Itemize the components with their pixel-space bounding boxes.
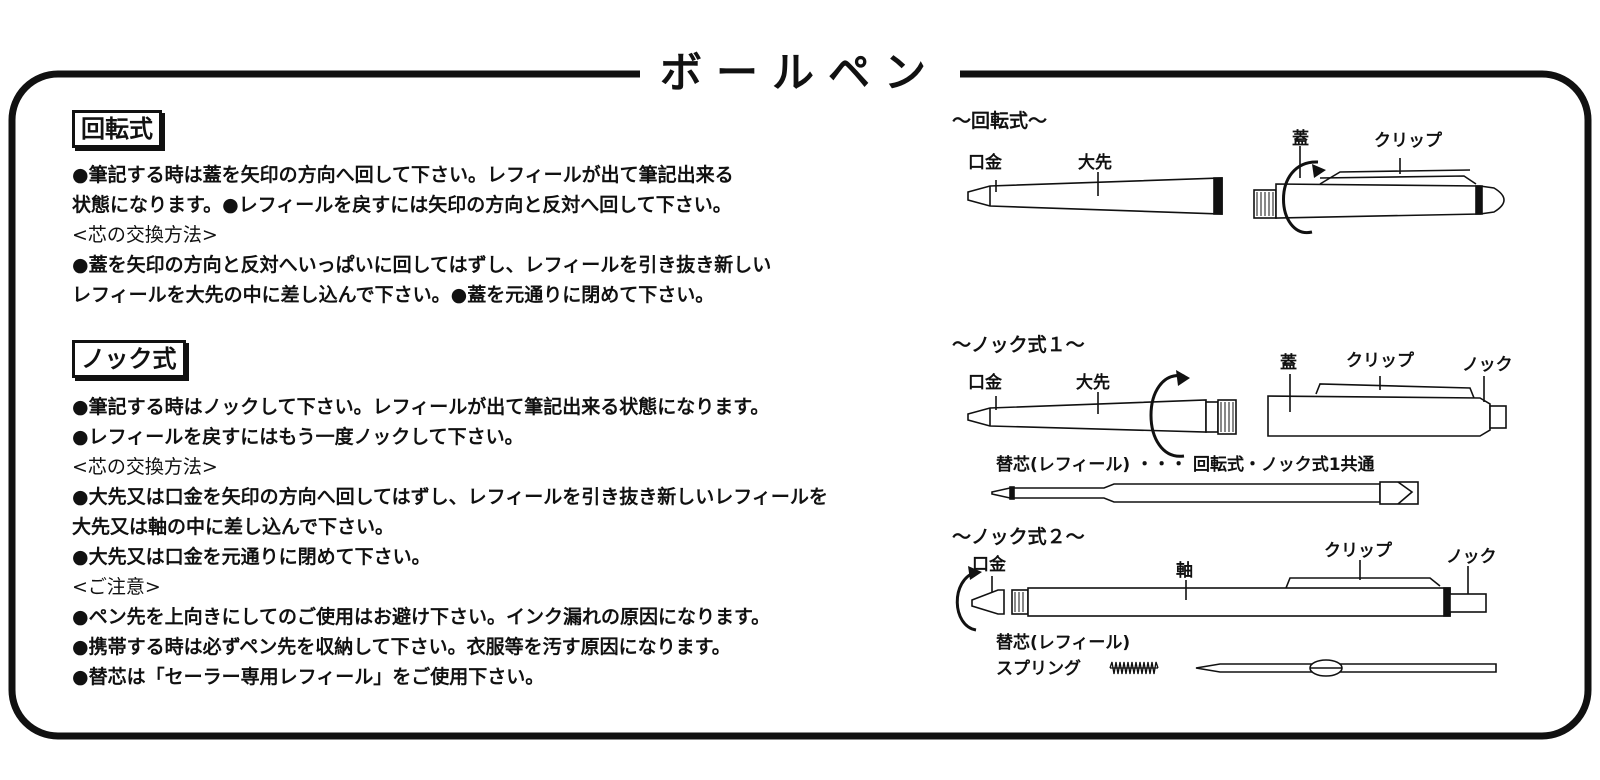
text-line: 大先又は軸の中に差し込んで下さい。: [72, 516, 395, 538]
label-futa: 蓋: [1292, 129, 1309, 149]
label-jiku: 軸: [1176, 561, 1193, 581]
text-line: ●携帯する時は必ずペン先を収納して下さい。衣服等を汚す原因になります。: [72, 636, 731, 658]
knock1-cap-part: [1267, 374, 1507, 437]
text-line: ●蓋を矢印の方向と反対へいっぱいに回してはずし、レフィールを引き抜き新しい: [72, 254, 772, 276]
label-refill: 替芯(レフィール): [996, 633, 1131, 653]
knock2-body: [955, 560, 1487, 632]
text-line: ●大先又は口金を矢印の方向へ回してはずし、レフィールを引き抜き新しいレフィールを: [72, 486, 828, 508]
label-futa: 蓋: [1280, 353, 1297, 373]
text-line: ●大先又は口金を元通りに閉めて下さい。: [72, 546, 431, 568]
rotary-front-part: [967, 172, 1223, 215]
text-line: 状態になります。●レフィールを戻すには矢印の方向と反対へ回して下さい。: [72, 194, 732, 216]
label-knock: ノック: [1462, 355, 1513, 375]
label-osaki: 大先: [1076, 373, 1110, 393]
section-label-knock: ノック式: [72, 340, 186, 378]
text-line: <ご注意>: [72, 576, 161, 598]
text-line: ●替芯は「セーラー専用レフィール」をご使用下さい。: [72, 666, 545, 688]
label-kuchigane: 口金: [968, 153, 1002, 173]
label-kuchigane: 口金: [972, 555, 1006, 575]
knock2-refill: [1195, 659, 1497, 677]
diagram-heading-rotary: ～回転式～: [952, 110, 1048, 132]
text-line: <芯の交換方法>: [72, 224, 218, 246]
text-line: <芯の交換方法>: [72, 456, 218, 478]
text-line: ●筆記する時は蓋を矢印の方向へ回して下さい。レフィールが出て筆記出来る: [72, 164, 734, 186]
rotary-cap-part: [1253, 146, 1505, 234]
label-spring: スプリング: [996, 659, 1081, 679]
label-osaki: 大先: [1078, 153, 1112, 173]
refill-shared: [991, 481, 1419, 505]
spring-icon: [1109, 661, 1159, 675]
label-knock: ノック: [1446, 547, 1497, 567]
rotary-instructions: ●筆記する時は蓋を矢印の方向へ回して下さい。レフィールが出て筆記出来る 状態にな…: [72, 160, 771, 310]
page-title: ボールペン: [640, 38, 960, 108]
text-line: ●ペン先を上向きにしてのご使用はお避け下さい。インク漏れの原因になります。: [72, 606, 771, 628]
label-clip: クリップ: [1346, 351, 1414, 371]
diagram-heading-knock1: ～ノック式１～: [952, 334, 1085, 356]
text-line: レフィールを大先の中に差し込んで下さい。●蓋を元通りに閉めて下さい。: [72, 284, 715, 306]
text-line: ●レフィールを戻すにはもう一度ノックして下さい。: [72, 426, 524, 448]
text-line: ●筆記する時はノックして下さい。レフィールが出て筆記出来る状態になります。: [72, 396, 770, 418]
knock-instructions: ●筆記する時はノックして下さい。レフィールが出て筆記出来る状態になります。 ●レ…: [72, 392, 828, 692]
label-refill-note: 替芯(レフィール) ・・・ 回転式・ノック式1共通: [996, 455, 1375, 475]
label-clip: クリップ: [1324, 541, 1392, 561]
knock1-front-part: [967, 370, 1237, 458]
section-label-rotary: 回転式: [72, 110, 162, 148]
label-kuchigane: 口金: [968, 373, 1002, 393]
label-clip: クリップ: [1374, 131, 1442, 151]
diagram-heading-knock2: ～ノック式２～: [952, 526, 1085, 548]
